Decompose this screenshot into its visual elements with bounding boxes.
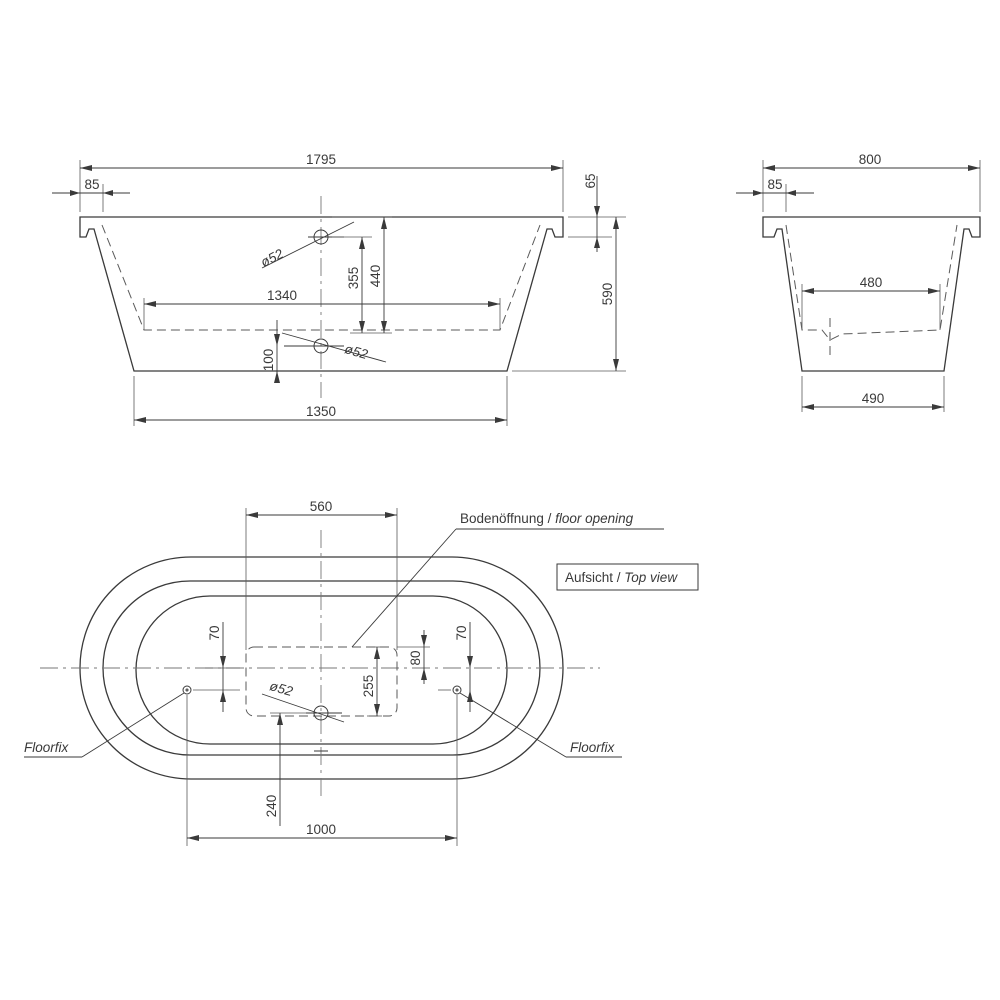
floor-opening-label: Bodenöffnung / floor opening xyxy=(460,511,634,526)
dim-70-left-label: 70 xyxy=(207,625,222,640)
arrow xyxy=(551,165,563,171)
arrow xyxy=(467,690,473,702)
arrow xyxy=(753,190,763,196)
dim-65-label: 65 xyxy=(583,173,598,188)
top-view-basin xyxy=(135,595,508,745)
floorfix-point-left xyxy=(182,685,192,695)
arrow xyxy=(220,690,226,702)
arrow xyxy=(594,206,600,217)
top-view: 560 Bodenöffnung / floor opening Aufsich… xyxy=(24,499,699,846)
arrow xyxy=(802,404,814,410)
dim-800-label: 800 xyxy=(859,152,882,167)
arrow xyxy=(103,190,113,196)
top-view-label-de: Aufsicht / xyxy=(565,570,624,585)
dim-490-label: 490 xyxy=(862,391,885,406)
dim-1795-label: 1795 xyxy=(306,152,336,167)
floorfix-right-leader xyxy=(459,692,567,758)
floorfix-dot xyxy=(455,688,459,692)
arrow xyxy=(421,635,427,647)
leader-drain-top xyxy=(261,693,345,723)
arrow xyxy=(495,417,507,423)
arrow xyxy=(70,190,80,196)
arrow xyxy=(932,404,944,410)
overflow-dia-label: ø52 xyxy=(258,246,286,270)
arrow xyxy=(187,835,199,841)
arrow xyxy=(488,301,500,307)
arrow xyxy=(220,656,226,668)
arrow xyxy=(381,217,387,229)
top-view-label: Aufsicht / Top view xyxy=(565,570,678,585)
dim-1350-label: 1350 xyxy=(306,404,336,419)
leader-drain xyxy=(281,332,387,363)
dim-240-label: 240 xyxy=(264,795,279,818)
floorfix-right-label: Floorfix xyxy=(570,740,616,755)
dim-1000-label: 1000 xyxy=(306,822,336,837)
arrow xyxy=(802,288,814,294)
arrow xyxy=(613,359,619,371)
arrow xyxy=(359,321,365,333)
floorfix-left-leader xyxy=(81,692,185,758)
dim-480-label: 480 xyxy=(860,275,883,290)
dim-80-label: 80 xyxy=(408,650,423,665)
floor-opening-label-de: Bodenöffnung / xyxy=(460,511,555,526)
dim-355-label: 355 xyxy=(346,267,361,290)
arrow xyxy=(381,321,387,333)
drain-dia-label: ø52 xyxy=(343,341,370,362)
arrow xyxy=(613,217,619,229)
arrow xyxy=(374,704,380,716)
floorfix-left-label: Floorfix xyxy=(24,740,70,755)
arrow xyxy=(359,237,365,249)
arrow xyxy=(374,647,380,659)
arrow xyxy=(277,713,283,725)
dim-590-label: 590 xyxy=(600,283,615,306)
top-view-label-box xyxy=(556,563,699,591)
dim-255-label: 255 xyxy=(361,675,376,698)
arrow xyxy=(134,417,146,423)
arrow xyxy=(144,301,156,307)
arrow xyxy=(445,835,457,841)
side-view-inner-hidden xyxy=(101,224,541,331)
arrow xyxy=(274,334,280,346)
arrow xyxy=(385,512,397,518)
dim-1340-label: 1340 xyxy=(267,288,297,303)
dim-85-label: 85 xyxy=(84,177,99,192)
arrow xyxy=(467,656,473,668)
side-view-outline xyxy=(79,216,564,372)
drain-dia-top-label: ø52 xyxy=(268,678,295,699)
dim-85-end-label: 85 xyxy=(767,177,782,192)
end-view-outline xyxy=(762,216,981,372)
arrow xyxy=(786,190,796,196)
arrow xyxy=(928,288,940,294)
arrow xyxy=(763,165,775,171)
dim-440-label: 440 xyxy=(368,265,383,288)
arrow xyxy=(594,237,600,248)
floorfix-point-right xyxy=(452,685,462,695)
arrow xyxy=(968,165,980,171)
top-view-label-en: Top view xyxy=(624,570,678,585)
floorfix-dot xyxy=(185,688,189,692)
dim-70-right-label: 70 xyxy=(454,625,469,640)
dim-560-label: 560 xyxy=(310,499,333,514)
arrow xyxy=(246,512,258,518)
floor-opening-leader xyxy=(351,528,457,648)
floor-opening-label-en: floor opening xyxy=(555,511,634,526)
arrow xyxy=(421,668,427,680)
side-view: 1795 85 65 590 1340 355 xyxy=(52,152,626,426)
floor-opening xyxy=(245,646,398,717)
arrow xyxy=(274,371,280,383)
end-view: 800 85 480 490 xyxy=(736,152,981,412)
leader-overflow xyxy=(261,221,355,269)
dim-100-label: 100 xyxy=(261,349,276,372)
arrow xyxy=(80,165,92,171)
